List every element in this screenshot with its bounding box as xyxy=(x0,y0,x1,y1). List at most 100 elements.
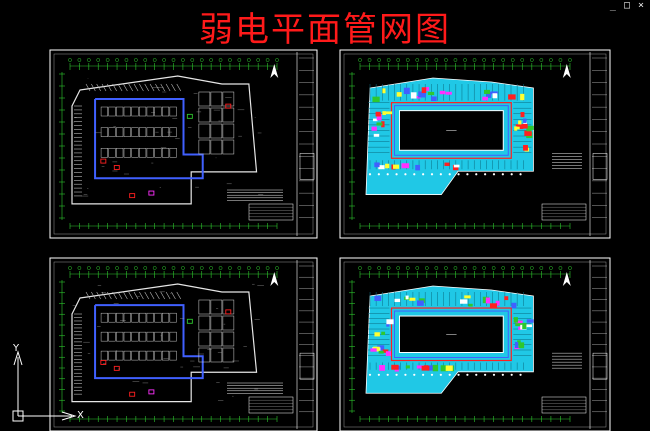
grid-bubble xyxy=(209,266,213,270)
parking-stall xyxy=(108,148,116,158)
device-symbol xyxy=(518,326,522,330)
grid-bubble xyxy=(415,58,420,62)
wall-hatch xyxy=(91,291,96,300)
grid-bubble xyxy=(367,58,372,62)
grid-bubble xyxy=(482,266,486,270)
room xyxy=(198,331,211,347)
minimize-button[interactable]: _ xyxy=(609,0,616,11)
column-marker xyxy=(484,173,487,176)
grid-bubble xyxy=(568,266,572,270)
wall-hatch xyxy=(128,291,133,300)
north-arrow-icon xyxy=(270,64,279,78)
device-symbol xyxy=(403,87,410,95)
device-symbol xyxy=(518,120,522,125)
room xyxy=(198,107,211,123)
parking-stall xyxy=(169,106,177,117)
parking-stall xyxy=(123,350,131,361)
title-block-cell xyxy=(299,153,315,180)
device-symbol xyxy=(515,124,524,130)
equipment-symbol xyxy=(100,158,107,164)
wall-hatch xyxy=(85,83,91,92)
column-marker xyxy=(501,373,504,376)
ucs-icon xyxy=(12,350,77,422)
equipment-symbol xyxy=(129,391,136,397)
grid-bubble xyxy=(181,266,185,270)
grid-bubble xyxy=(124,58,129,62)
parking-stall xyxy=(154,312,162,323)
cable-route xyxy=(390,102,512,159)
column-marker xyxy=(448,173,451,176)
device-symbol xyxy=(416,365,424,369)
parking-stall xyxy=(108,350,116,361)
parking-stall xyxy=(169,350,177,361)
wall-hatch xyxy=(107,83,112,92)
column-marker xyxy=(404,173,407,176)
room xyxy=(210,139,223,155)
device-symbol xyxy=(393,164,400,169)
grid-bubble xyxy=(96,266,101,270)
column-marker xyxy=(475,173,478,176)
room xyxy=(198,347,211,363)
grid-bubble xyxy=(424,266,429,270)
north-arrow-icon xyxy=(562,272,571,286)
column-marker xyxy=(439,173,442,176)
device-symbol xyxy=(375,111,381,117)
device-symbol xyxy=(445,365,453,371)
parking-stall xyxy=(154,331,162,342)
device-symbol xyxy=(522,322,527,330)
column-marker xyxy=(368,173,372,176)
device-symbol xyxy=(416,300,424,306)
parking-stall xyxy=(100,127,108,137)
grid-bubble xyxy=(77,266,82,270)
parking-stall xyxy=(123,331,131,342)
parking-stall xyxy=(169,331,177,342)
restore-button[interactable]: □ xyxy=(623,0,630,11)
device-symbol xyxy=(378,350,384,354)
column-marker xyxy=(413,373,416,376)
equipment-symbol xyxy=(186,113,193,119)
parking-stall xyxy=(116,312,124,323)
column-marker xyxy=(475,373,478,376)
grid-bubble xyxy=(491,58,496,62)
device-symbol xyxy=(378,165,385,170)
ucs-y-arrow xyxy=(13,350,23,366)
grid-bubble xyxy=(68,266,72,270)
column-marker xyxy=(386,173,389,176)
parking-stall xyxy=(146,106,154,117)
device-symbol xyxy=(425,87,430,91)
grid-bubble xyxy=(510,266,515,270)
parking-stall xyxy=(116,148,124,158)
parking-stall xyxy=(108,312,116,323)
close-button[interactable]: × xyxy=(637,0,644,11)
grid-bubble xyxy=(237,58,242,62)
device-symbol xyxy=(418,91,427,98)
grid-bubble xyxy=(405,58,410,62)
wall-hatch xyxy=(133,291,139,300)
grid-bubble xyxy=(190,58,195,62)
device-symbol xyxy=(401,163,410,169)
room xyxy=(210,107,223,123)
parking-stall xyxy=(161,106,170,117)
device-symbol xyxy=(524,324,533,328)
device-symbol xyxy=(405,365,410,369)
column-marker xyxy=(395,173,398,176)
device-symbol xyxy=(382,88,386,94)
grid-bubble xyxy=(143,58,148,62)
device-symbol xyxy=(371,126,377,131)
column-marker xyxy=(386,373,389,376)
parking-stall xyxy=(108,127,116,137)
grid-bubble xyxy=(405,266,410,270)
room xyxy=(210,347,223,363)
device-symbol xyxy=(515,320,523,324)
device-symbol xyxy=(386,319,394,325)
parking-stall xyxy=(139,331,147,342)
room xyxy=(222,315,235,331)
wall-hatch xyxy=(85,291,91,300)
grid-bubble xyxy=(444,58,448,62)
cable-route xyxy=(390,307,512,362)
parking-stall xyxy=(154,350,162,361)
device-symbol xyxy=(524,130,532,136)
device-symbol xyxy=(489,303,498,308)
